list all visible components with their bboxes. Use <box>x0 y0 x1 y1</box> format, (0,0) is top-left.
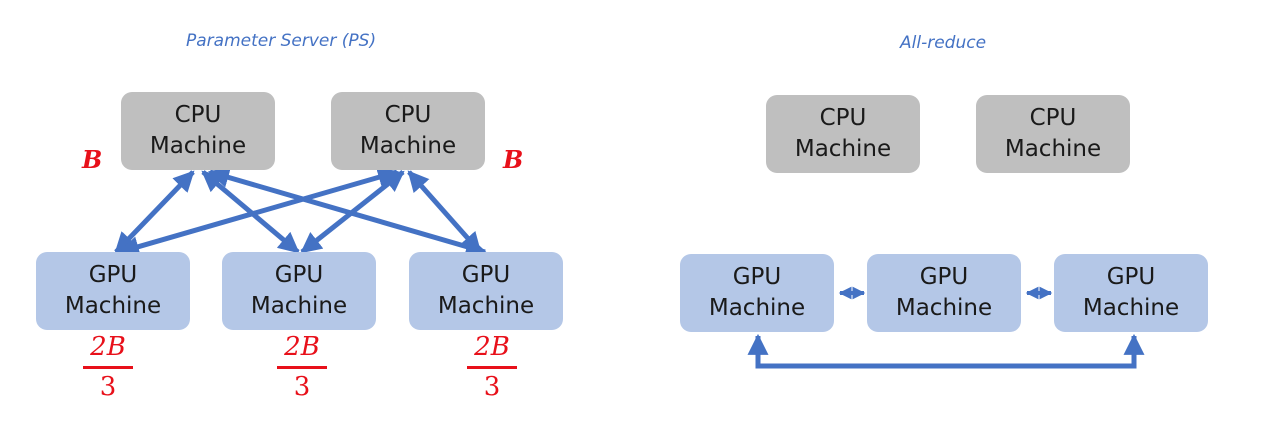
ps-cpu-machine-1: CPU Machine <box>121 92 275 170</box>
ps-gpu-machine-3-line1: GPU <box>461 262 511 288</box>
ps-gpu-machine-2-line2: Machine <box>250 293 348 319</box>
ps-gpu-2-bandwidth: 2B 3 <box>275 333 329 401</box>
ps-cpu-machine-1-line1: CPU <box>174 102 222 128</box>
ar-cpu-machine-2-line2: Machine <box>1004 136 1102 162</box>
ps-link-cpu2-gpu3 <box>407 170 482 254</box>
ps-gpu-machine-1-line1: GPU <box>88 262 138 288</box>
ps-title: Parameter Server (PS) <box>186 31 377 51</box>
ps-gpu-2-bandwidth-denominator: 3 <box>293 372 311 402</box>
ps-gpu-1-bandwidth-denominator: 3 <box>99 372 117 402</box>
ps-gpu-3-bandwidth: 2B 3 <box>465 333 519 401</box>
ar-gpu-machine-1: GPU Machine <box>680 254 834 332</box>
ps-gpu-3-bandwidth-numerator: 2B <box>474 332 510 362</box>
ps-gpu-1-bandwidth-numerator: 2B <box>90 332 126 362</box>
ps-cpu-machine-2: CPU Machine <box>331 92 485 170</box>
ar-link-gpu1-gpu3 <box>747 333 1145 369</box>
ar-gpu-machine-1-line2: Machine <box>708 295 806 321</box>
ar-cpu-machine-1-line1: CPU <box>819 105 867 131</box>
ps-cpu-machine-2-line1: CPU <box>384 102 432 128</box>
ps-gpu-machine-1: GPU Machine <box>36 252 190 330</box>
ps-gpu-machine-1-line2: Machine <box>64 293 162 319</box>
ar-gpu-machine-2-line2: Machine <box>895 295 993 321</box>
ps-gpu-2-bandwidth-numerator: 2B <box>284 332 320 362</box>
ps-gpu-machine-2-line1: GPU <box>274 262 324 288</box>
ps-gpu-3-bandwidth-denominator: 3 <box>483 372 501 402</box>
fraction-bar <box>467 366 517 369</box>
fraction-bar <box>277 366 327 369</box>
allreduce-title: All-reduce <box>900 33 987 53</box>
ar-gpu-machine-3: GPU Machine <box>1054 254 1208 332</box>
ps-gpu-1-bandwidth: 2B 3 <box>81 333 135 401</box>
ar-gpu-machine-2-line1: GPU <box>919 264 969 290</box>
ar-cpu-machine-2: CPU Machine <box>976 95 1130 173</box>
ps-cpu-machine-2-line2: Machine <box>359 133 457 159</box>
ar-gpu-machine-1-line1: GPU <box>732 264 782 290</box>
ar-cpu-machine-1: CPU Machine <box>766 95 920 173</box>
ar-gpu-machine-3-line2: Machine <box>1082 295 1180 321</box>
ar-gpu-machine-2: GPU Machine <box>867 254 1021 332</box>
ps-cpu-1-bandwidth: B <box>82 145 103 174</box>
fraction-bar <box>83 366 133 369</box>
ps-cpu-machine-1-line2: Machine <box>149 133 247 159</box>
ps-gpu-machine-3: GPU Machine <box>409 252 563 330</box>
ps-gpu-machine-2: GPU Machine <box>222 252 376 330</box>
ar-cpu-machine-2-line1: CPU <box>1029 105 1077 131</box>
ar-gpu-machine-3-line1: GPU <box>1106 264 1156 290</box>
ar-cpu-machine-1-line2: Machine <box>794 136 892 162</box>
ps-cpu-2-bandwidth: B <box>503 145 524 174</box>
ps-gpu-machine-3-line2: Machine <box>437 293 535 319</box>
ps-link-cpu2-gpu2 <box>300 170 405 254</box>
